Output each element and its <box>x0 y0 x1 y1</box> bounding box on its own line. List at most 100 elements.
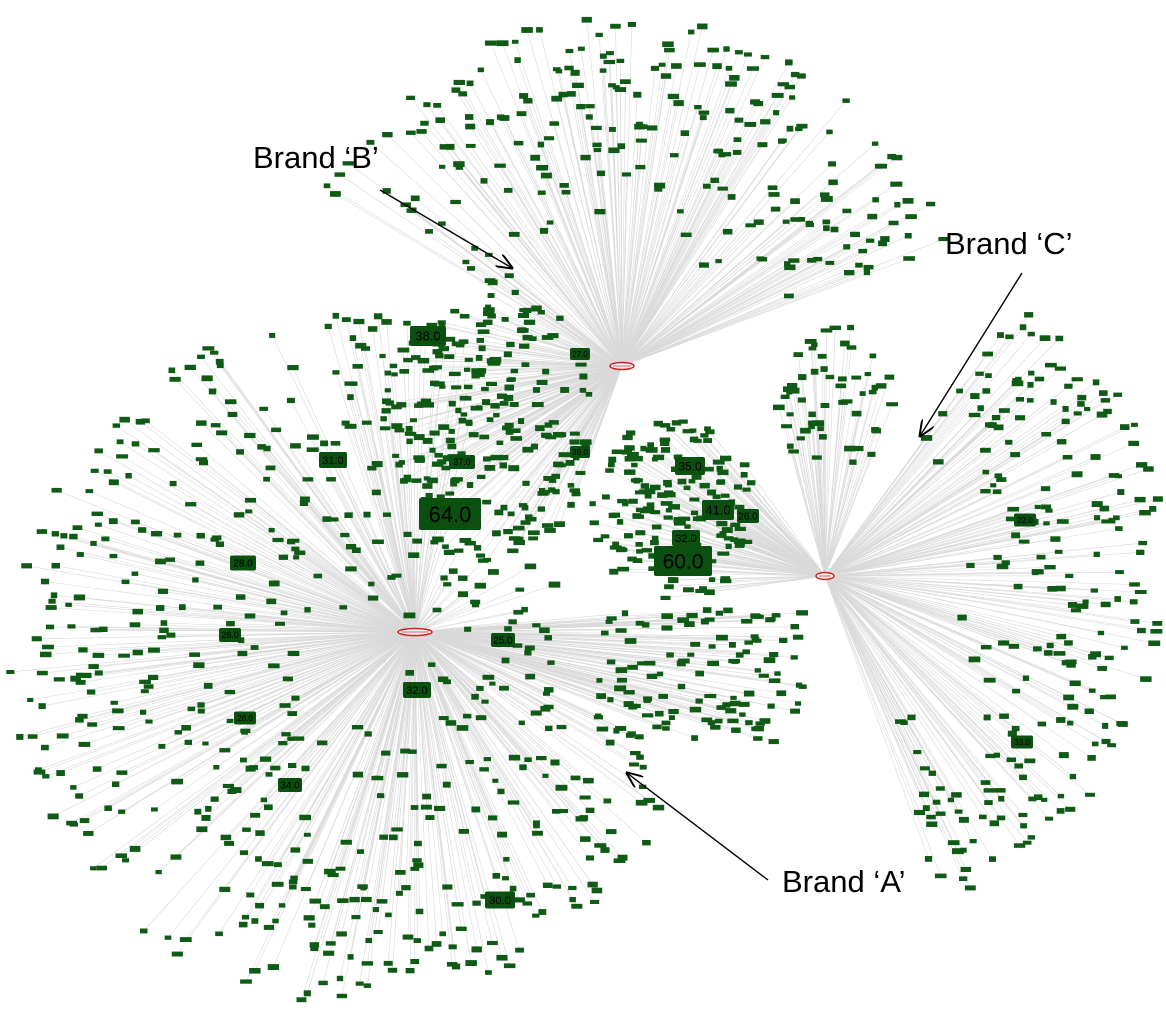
leaf-node <box>583 777 594 784</box>
leaf-node <box>181 725 191 731</box>
edge <box>88 631 416 834</box>
leaf-node <box>900 720 908 725</box>
edge <box>543 230 623 367</box>
edge <box>824 395 976 577</box>
leaf-node <box>1071 471 1083 478</box>
leaf-node <box>720 455 732 462</box>
leaf-node <box>33 769 46 775</box>
leaf-node <box>288 763 297 768</box>
leaf-node <box>242 827 251 832</box>
leaf-node <box>508 619 517 625</box>
leaf-node <box>423 476 431 481</box>
edge <box>824 575 971 889</box>
leaf-node <box>704 617 715 622</box>
leaf-node <box>729 700 741 707</box>
edge <box>621 222 810 367</box>
leaf-node <box>444 354 455 359</box>
leaf-node <box>633 91 642 98</box>
leaf-node <box>617 143 626 150</box>
leaf-node <box>410 866 420 871</box>
leaf-node <box>707 489 717 496</box>
edge <box>824 397 1082 577</box>
leaf-node <box>1063 694 1075 701</box>
leaf-node <box>195 457 208 462</box>
leaf-node <box>280 610 288 616</box>
leaf-node <box>680 130 689 136</box>
leaf-node <box>919 766 930 771</box>
leaf-node <box>226 620 235 627</box>
leaf-node <box>708 644 716 649</box>
edge <box>824 575 932 818</box>
leaf-node <box>475 355 483 361</box>
leaf-node <box>399 369 410 374</box>
edge <box>824 575 1071 810</box>
edge <box>602 70 623 367</box>
leaf-node <box>548 487 556 493</box>
edge <box>490 42 623 367</box>
leaf-node <box>1062 406 1069 412</box>
leaf-node <box>499 462 507 469</box>
leaf-node <box>707 47 719 53</box>
leaf-node <box>621 610 629 617</box>
leaf-node <box>778 138 787 143</box>
leaf-node <box>299 501 308 506</box>
leaf-node <box>208 388 217 395</box>
leaf-node <box>823 225 830 232</box>
leaf-node <box>849 459 857 465</box>
edge <box>243 631 416 853</box>
edge <box>196 444 416 633</box>
edge <box>824 372 1032 577</box>
leaf-node <box>585 114 593 120</box>
edge <box>664 425 826 577</box>
leaf-node <box>56 733 69 739</box>
edge <box>480 340 623 367</box>
leaf-node <box>790 198 800 204</box>
weighted-node-label: 37.0 <box>453 457 471 467</box>
leaf-node <box>705 429 715 435</box>
edge <box>824 575 1135 585</box>
weighted-node: 60.0 <box>654 546 712 576</box>
leaf-node <box>689 428 697 433</box>
edge <box>522 309 623 367</box>
leaf-node <box>493 360 501 366</box>
leaf-node <box>970 393 980 399</box>
leaf-node <box>129 845 141 852</box>
edge <box>621 258 910 367</box>
leaf-node <box>768 678 781 683</box>
leaf-node <box>636 734 644 740</box>
leaf-node <box>286 397 295 404</box>
leaf-node <box>968 656 981 663</box>
leaf-node <box>1022 840 1032 845</box>
leaf-node <box>642 713 654 718</box>
leaf-node <box>1034 376 1045 382</box>
leaf-node <box>479 434 490 440</box>
leaf-node <box>450 482 458 487</box>
leaf-node <box>42 644 54 650</box>
edge <box>489 365 623 420</box>
edge <box>52 601 416 633</box>
leaf-node <box>577 46 585 51</box>
leaf-node <box>603 59 615 65</box>
edge <box>71 631 416 824</box>
leaf-node <box>1093 551 1100 557</box>
leaf-node <box>568 885 577 891</box>
leaf-node <box>504 384 514 391</box>
leaf-node <box>784 261 791 267</box>
leaf-node <box>636 121 643 126</box>
leaf-node <box>192 577 199 583</box>
leaf-node <box>716 533 727 538</box>
leaf-node <box>482 499 492 505</box>
leaf-node <box>548 478 557 483</box>
leaf-node <box>249 968 261 974</box>
leaf-node <box>524 757 532 762</box>
leaf-node <box>701 717 713 723</box>
edge <box>621 200 796 367</box>
leaf-node <box>405 425 413 432</box>
edges-layer <box>10 19 1158 1000</box>
leaf-node <box>466 482 474 488</box>
edge <box>441 325 623 367</box>
leaf-node <box>877 163 887 169</box>
leaf-node <box>1101 738 1111 745</box>
leaf-node <box>413 862 424 868</box>
edge <box>360 345 416 633</box>
